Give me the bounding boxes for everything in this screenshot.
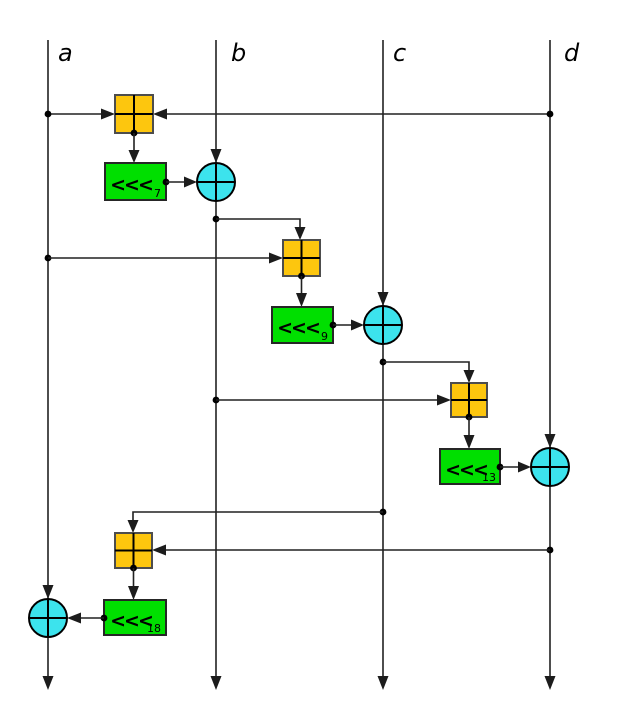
plus-icon-2 — [283, 240, 320, 276]
arrow-into-rotate-4-icon — [128, 586, 139, 600]
lane-b-label: b — [231, 39, 246, 67]
operation-4: <<< 18 — [28, 508, 554, 638]
lane-b-output-arrow-icon — [210, 676, 222, 690]
lane-a-label: a — [58, 39, 73, 67]
rotate-amount-1: 7 — [154, 187, 161, 200]
arrow-d-into-xor-3-icon — [544, 434, 556, 448]
rotate-box-4 — [103, 599, 167, 636]
arrow-into-add-3-left-icon — [437, 394, 451, 406]
rotate-symbol-1: <<< — [110, 174, 152, 196]
xor-icon-3 — [531, 448, 569, 486]
rotate-symbol-3: <<< — [445, 459, 487, 481]
arrow-into-add-2-top-icon — [294, 227, 306, 240]
operation-2: <<< 9 — [44, 215, 403, 345]
arrow-into-rotate-1-icon — [128, 150, 140, 163]
op3-feed-from-c — [383, 361, 470, 370]
junction-dot — [546, 110, 554, 118]
rotate-symbol-4: <<< — [110, 610, 152, 632]
plus-icon-1 — [115, 95, 153, 133]
arrow-into-add-4-top-icon — [127, 520, 139, 533]
lane-c-label: c — [393, 39, 406, 67]
operation-1: <<< 7 — [44, 94, 554, 202]
lane-d-label: d — [564, 39, 580, 67]
rotate-box-1 — [104, 162, 167, 201]
rotate-symbol-2: <<< — [277, 317, 319, 339]
op4-feed-from-c — [132, 511, 383, 520]
arrow-a-into-xor-4-icon — [42, 585, 54, 599]
arrow-c-into-xor-2-icon — [377, 292, 389, 306]
arrow-into-rotate-2-icon — [296, 293, 307, 307]
rotate-box-3 — [439, 448, 501, 485]
xor-icon-2 — [364, 306, 402, 344]
arrow-into-add-4-right-icon — [152, 544, 166, 556]
arrow-into-xor-2-icon — [351, 319, 364, 331]
plus-icon-3 — [451, 383, 487, 417]
rotate-box-2 — [271, 306, 334, 344]
lane-d-output-arrow-icon — [544, 676, 556, 690]
arrow-into-rotate-3-icon — [463, 435, 475, 449]
lane-a-output-arrow-icon — [42, 676, 54, 690]
lane-c-output-arrow-icon — [377, 676, 389, 690]
op2-feed-from-b — [216, 218, 301, 227]
arrow-into-xor-3-icon — [518, 461, 531, 473]
operation-3: <<< 13 — [212, 358, 570, 487]
arrow-into-add-1-right-icon — [153, 108, 167, 120]
junction-dot — [44, 110, 52, 118]
arrow-into-xor-1-icon — [184, 176, 197, 188]
xor-icon-1 — [197, 163, 235, 201]
rotate-amount-4: 18 — [147, 622, 161, 635]
lanes: a b c d — [42, 39, 580, 690]
xor-icon-4 — [29, 599, 67, 637]
arrow-into-add-1-left-icon — [101, 108, 115, 120]
rotate-amount-3: 13 — [482, 471, 496, 484]
plus-icon-4 — [115, 533, 152, 568]
rotate-amount-2: 9 — [321, 330, 328, 343]
arrow-into-add-2-left-icon — [269, 252, 283, 264]
arrow-into-add-3-top-icon — [463, 370, 475, 383]
arrow-b-into-xor-1-icon — [210, 149, 222, 163]
arrow-into-xor-4-icon — [67, 612, 81, 624]
